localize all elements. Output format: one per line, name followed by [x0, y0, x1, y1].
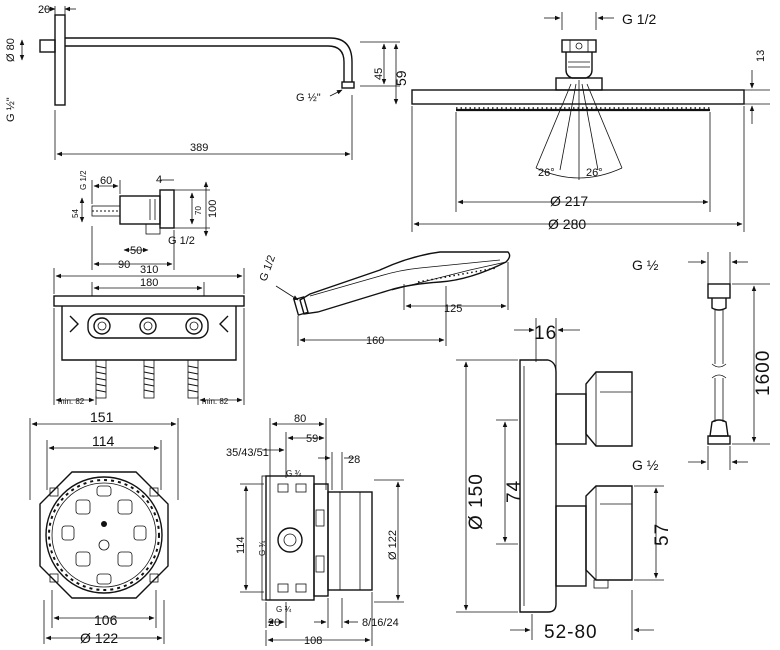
hand-head-length-label: 125 — [444, 303, 462, 315]
arm-outlet-thread-label: G ½" — [296, 92, 321, 104]
outlet-thread-bottom-label: G 1/2 — [168, 235, 195, 247]
box-20-label: 20 — [268, 617, 280, 629]
hand-thread-label: G 1/2 — [258, 254, 278, 283]
rough-plate — [53, 295, 245, 307]
arm-length-label: 389 — [190, 142, 208, 154]
outlet-gap-label: 4 — [156, 174, 162, 186]
box-outlet-port — [277, 527, 303, 553]
hand-shower-view: G 1/2 125 160 — [258, 251, 511, 347]
thermo-depth-label: 16 — [534, 323, 557, 344]
shower-hose-view: G ½ G ½ 1600 — [632, 252, 774, 473]
thermo-projection-label: 52-80 — [544, 622, 598, 643]
box-thread-bottom-label: G ¾ — [276, 605, 291, 614]
top-handle-base — [555, 393, 587, 445]
thermo-spacing-label: 74 — [504, 480, 525, 503]
thermo-plate-diameter-label: Ø 150 — [466, 473, 487, 530]
box-body — [265, 475, 315, 601]
outlet-70-label: 70 — [194, 206, 203, 215]
box-59-label: 59 — [306, 433, 318, 445]
arm-outlet — [341, 81, 355, 89]
rough-width-label: 310 — [140, 264, 158, 276]
outlet-thread-top-label: G 1/2 — [79, 170, 88, 190]
outlet-body — [119, 195, 161, 225]
installation-box-view: 80 59 35/43/51 G ¾ 28 114 G ¾ Ø 122 G ¾ … — [226, 413, 404, 647]
box-offset-options-label: 8/16/24 — [362, 617, 399, 629]
overhead-shower-view: G 1/2 13 26° 26° Ø 217 Ø 280 — [411, 11, 770, 232]
rough-min-right-label: min. 82 — [202, 397, 229, 406]
box-thread-side-label: G ¾ — [258, 541, 267, 556]
box-depth-options-label: 35/43/51 — [226, 447, 269, 459]
box-cover — [327, 491, 373, 591]
arm-depth-label: 20 — [38, 4, 50, 16]
hose-thread-bottom-label: G ½ — [632, 457, 659, 473]
arm-pipe-top — [65, 37, 353, 82]
hand-shower-body — [299, 251, 511, 315]
box-height-label: 114 — [235, 536, 247, 554]
arm-drop-label: 45 — [373, 68, 385, 80]
wall-connector — [39, 39, 56, 53]
spray-angle-left: 26° — [538, 167, 555, 179]
ball-joint — [565, 52, 593, 79]
hand-length-label: 160 — [366, 335, 384, 347]
hose-thread-top-label: G ½ — [632, 257, 659, 273]
hand-shower-connector — [293, 296, 309, 316]
box-thread-top-label: G ¾ — [286, 469, 301, 478]
hose-length-label: 1600 — [753, 350, 774, 396]
head-thickness-label: 13 — [755, 50, 767, 62]
ring-octagon — [39, 471, 169, 599]
outlet-width-label: 60 — [100, 175, 112, 187]
outlet-flange — [159, 189, 175, 229]
thermo-handle-height-label: 57 — [652, 523, 673, 546]
arm-height-label: 59 — [393, 70, 409, 86]
outlet-90-label: 90 — [118, 259, 130, 271]
hose-top-fitting — [707, 283, 731, 299]
spray-angle-right: 26° — [586, 167, 603, 179]
rough-in-view: 310 180 min. 82 min. 82 — [53, 264, 245, 406]
wall-outlet-view: 60 G 1/2 4 54 70 100 50 G 1/2 90 — [71, 170, 219, 271]
box-mid-section — [313, 483, 329, 597]
box-28-label: 28 — [348, 454, 360, 466]
head-thread-label: G 1/2 — [622, 11, 656, 27]
thermostat-side-view: 16 Ø 150 74 57 52-80 — [456, 318, 673, 643]
ring-diameter-label: Ø 122 — [80, 630, 118, 646]
outlet-50-label: 50 — [130, 245, 142, 257]
head-outer-diameter-label: Ø 280 — [548, 216, 586, 232]
top-handle — [585, 371, 633, 447]
bottom-handle-base — [555, 505, 587, 587]
outlet-100-label: 100 — [207, 200, 219, 218]
arm-flange-diameter-label: Ø 80 — [5, 38, 17, 62]
wall-flange — [54, 14, 66, 106]
hose-bottom-fitting — [707, 435, 731, 445]
shower-arm-view: 20 Ø 80 G ½" 389 45 59 G ½" — [5, 4, 409, 160]
ring-width-label: 151 — [90, 409, 114, 425]
arm-pipe-bottom — [65, 45, 345, 82]
bottom-handle — [585, 485, 633, 581]
shower-head-plate — [411, 89, 745, 105]
box-depth-label: 80 — [294, 413, 306, 425]
thermostat-plate — [519, 359, 557, 613]
ring-outer — [45, 476, 163, 594]
ring-inner-width-label: 114 — [92, 433, 115, 449]
rough-inner-width-label: 180 — [140, 277, 158, 289]
ring-hole-spacing-label: 106 — [94, 612, 118, 628]
outlet-height-label: 54 — [71, 209, 80, 218]
box-diameter-label: Ø 122 — [387, 530, 399, 560]
head-inner-diameter-label: Ø 217 — [550, 193, 588, 209]
ball-joint-nut — [561, 39, 597, 53]
rough-valve-block — [87, 313, 209, 339]
mounting-ring-view: 151 114 106 Ø 122 — [29, 409, 179, 646]
arm-thread-label: G ½" — [5, 97, 17, 122]
rough-min-left-label: min. 82 — [58, 397, 85, 406]
box-width-label: 108 — [304, 635, 322, 647]
